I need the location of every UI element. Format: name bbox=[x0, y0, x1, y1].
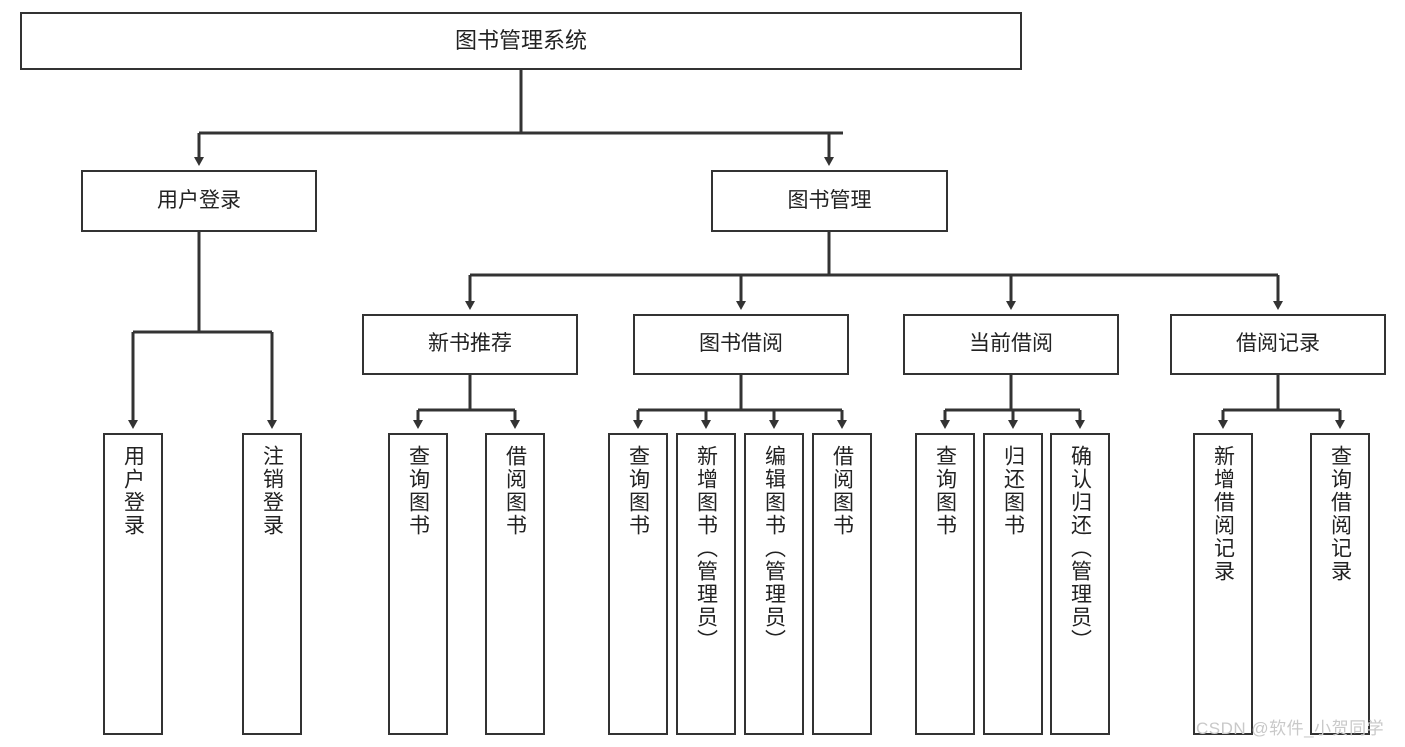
leaf-current-query-book[interactable]: 查询图书 bbox=[915, 433, 975, 735]
node-root[interactable]: 图书管理系统 bbox=[20, 12, 1022, 70]
leaf-recommend-query-book[interactable]: 查询图书 bbox=[388, 433, 448, 735]
leaf-confirm-return-admin-label: 确认归还（管理员） bbox=[1068, 445, 1092, 652]
leaf-logout[interactable]: 注销登录 bbox=[242, 433, 302, 735]
leaf-query-borrow-record[interactable]: 查询借阅记录 bbox=[1310, 433, 1370, 735]
node-book-management[interactable]: 图书管理 bbox=[711, 170, 948, 232]
leaf-borrow-query-book[interactable]: 查询图书 bbox=[608, 433, 668, 735]
leaf-add-borrow-record[interactable]: 新增借阅记录 bbox=[1193, 433, 1253, 735]
leaf-return-book-label: 归还图书 bbox=[1001, 445, 1025, 537]
leaf-borrow-book[interactable]: 借阅图书 bbox=[812, 433, 872, 735]
node-new-book-recommend-label: 新书推荐 bbox=[428, 332, 512, 356]
leaf-edit-book-admin[interactable]: 编辑图书（管理员） bbox=[744, 433, 804, 735]
node-user-login[interactable]: 用户登录 bbox=[81, 170, 317, 232]
leaf-add-borrow-record-label: 新增借阅记录 bbox=[1211, 445, 1235, 583]
node-book-borrow[interactable]: 图书借阅 bbox=[633, 314, 849, 375]
node-book-management-label: 图书管理 bbox=[787, 188, 872, 212]
node-current-borrow[interactable]: 当前借阅 bbox=[903, 314, 1119, 375]
leaf-query-borrow-record-label: 查询借阅记录 bbox=[1328, 445, 1352, 583]
leaf-edit-book-admin-label: 编辑图书（管理员） bbox=[762, 445, 786, 652]
leaf-recommend-borrow-book-label: 借阅图书 bbox=[503, 445, 527, 537]
node-borrow-record-label: 借阅记录 bbox=[1236, 332, 1320, 356]
leaf-borrow-book-label: 借阅图书 bbox=[830, 445, 854, 537]
node-new-book-recommend[interactable]: 新书推荐 bbox=[362, 314, 578, 375]
leaf-return-book[interactable]: 归还图书 bbox=[983, 433, 1043, 735]
node-book-borrow-label: 图书借阅 bbox=[699, 332, 783, 356]
watermark-text: CSDN @软件_小贺同学 bbox=[1196, 719, 1385, 738]
node-root-label: 图书管理系统 bbox=[454, 28, 587, 54]
leaf-borrow-query-book-label: 查询图书 bbox=[626, 445, 650, 537]
leaf-logout-label: 注销登录 bbox=[260, 445, 284, 537]
node-user-login-label: 用户登录 bbox=[157, 188, 241, 212]
leaf-user-login[interactable]: 用户登录 bbox=[103, 433, 163, 735]
node-current-borrow-label: 当前借阅 bbox=[969, 332, 1053, 356]
leaf-recommend-borrow-book[interactable]: 借阅图书 bbox=[485, 433, 545, 735]
node-borrow-record[interactable]: 借阅记录 bbox=[1170, 314, 1386, 375]
leaf-add-book-admin[interactable]: 新增图书（管理员） bbox=[676, 433, 736, 735]
leaf-add-book-admin-label: 新增图书（管理员） bbox=[694, 445, 718, 652]
leaf-recommend-query-book-label: 查询图书 bbox=[406, 445, 430, 537]
leaf-user-login-label: 用户登录 bbox=[121, 445, 145, 537]
leaf-confirm-return-admin[interactable]: 确认归还（管理员） bbox=[1050, 433, 1110, 735]
leaf-current-query-book-label: 查询图书 bbox=[933, 445, 957, 537]
